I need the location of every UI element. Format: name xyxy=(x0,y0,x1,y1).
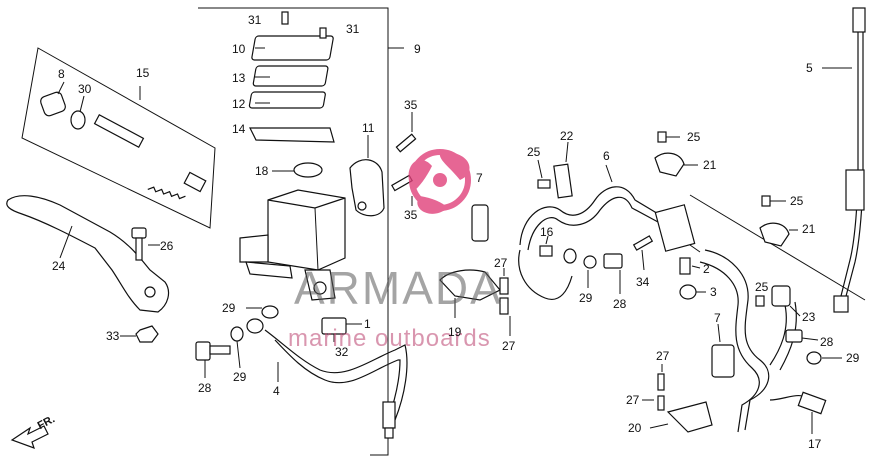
part-label-p24: 24 xyxy=(52,259,66,273)
part-label-p3: 3 xyxy=(710,285,717,299)
part-label-p31b: 31 xyxy=(346,22,360,36)
part-label-p31a: 31 xyxy=(248,13,262,27)
pivot-bolt xyxy=(131,227,160,261)
part-label-p8: 8 xyxy=(58,67,65,81)
brake-switch xyxy=(321,317,362,342)
part-label-p12: 12 xyxy=(232,97,246,111)
part-label-p20: 20 xyxy=(628,421,642,435)
master-cylinder-body xyxy=(239,189,346,301)
brake-splitter xyxy=(654,194,866,301)
part-label-p35a: 35 xyxy=(404,98,418,112)
part-label-p6: 6 xyxy=(603,149,610,163)
right-banjo-fittings xyxy=(563,235,654,294)
lever-nut xyxy=(120,325,159,343)
part-label-p21a: 21 xyxy=(703,158,717,172)
part-label-p32: 32 xyxy=(335,345,349,359)
part-label-p4: 4 xyxy=(273,384,280,398)
part-label-p27b: 27 xyxy=(502,339,516,353)
part-label-p29b: 29 xyxy=(233,370,247,384)
watermark-tagline: marine outboards xyxy=(288,325,491,352)
part-label-p28a: 28 xyxy=(198,381,212,395)
part-label-p25a: 25 xyxy=(527,145,541,159)
part-label-p23: 23 xyxy=(802,310,816,324)
brake-pipe xyxy=(822,7,866,313)
part-label-p14: 14 xyxy=(232,122,246,136)
part-label-p29a: 29 xyxy=(222,301,236,315)
part-label-p34: 34 xyxy=(636,275,650,289)
part-label-p25b: 25 xyxy=(687,130,701,144)
brake-hose-lower xyxy=(699,249,827,434)
part-label-p28b: 28 xyxy=(613,297,627,311)
part-label-p26: 26 xyxy=(160,239,174,253)
part-label-p33: 33 xyxy=(106,329,120,343)
part-label-p28c: 28 xyxy=(820,335,834,349)
part-label-p29d: 29 xyxy=(846,351,860,365)
part-label-p9: 9 xyxy=(414,42,421,56)
part-label-p16: 16 xyxy=(540,225,554,239)
part-label-p21b: 21 xyxy=(802,222,816,236)
reservoir-cap-stack xyxy=(248,11,335,143)
part-label-p11: 11 xyxy=(362,121,375,135)
lower-right-fittings xyxy=(755,285,842,365)
sight-glass xyxy=(272,162,323,178)
brake-hose-upper xyxy=(264,329,408,439)
front-direction-label: FR. xyxy=(36,413,57,432)
part-label-p7a: 7 xyxy=(476,171,483,185)
piston-kit-frame xyxy=(21,47,216,229)
brake-hose-mid xyxy=(471,141,661,300)
part-label-p27d: 27 xyxy=(626,393,640,407)
part-label-p30: 30 xyxy=(78,82,92,96)
part-label-p5: 5 xyxy=(806,61,813,75)
master-cylinder-group-frame xyxy=(198,7,404,456)
three-way-joint xyxy=(439,268,511,336)
part-label-p29c: 29 xyxy=(579,291,593,305)
left-banjo-fittings xyxy=(195,305,279,378)
part-label-p25d: 25 xyxy=(755,280,769,294)
watermark-logo xyxy=(408,149,471,214)
front-direction-indicator: FR. xyxy=(10,413,57,449)
part-label-p22: 22 xyxy=(560,129,574,143)
hose-clamps xyxy=(654,131,798,247)
part-label-p7b: 7 xyxy=(714,311,721,325)
master-cylinder-holder xyxy=(349,135,385,217)
part-label-p25c: 25 xyxy=(790,194,804,208)
part-label-p19: 19 xyxy=(448,325,462,339)
part-label-p15: 15 xyxy=(136,66,150,80)
part-label-p1: 1 xyxy=(364,317,371,331)
part-callouts: 3131101312141891135358301524263329282941… xyxy=(52,13,860,451)
part-label-p27c: 27 xyxy=(656,349,670,363)
part-label-p17: 17 xyxy=(808,437,822,451)
part-label-p2: 2 xyxy=(703,262,710,276)
piston-assembly xyxy=(40,81,207,200)
part-label-p13: 13 xyxy=(232,71,246,85)
part-label-p10: 10 xyxy=(232,42,246,56)
bleeder-and-cap xyxy=(679,257,706,300)
brake-lever xyxy=(6,195,170,313)
part-label-p18: 18 xyxy=(255,164,269,178)
hose-clip xyxy=(539,235,553,257)
caliper-bracket xyxy=(642,364,713,433)
watermark-brand: ARMADA xyxy=(294,262,503,314)
part-label-p35b: 35 xyxy=(404,208,418,222)
part-label-p27a: 27 xyxy=(494,256,508,270)
